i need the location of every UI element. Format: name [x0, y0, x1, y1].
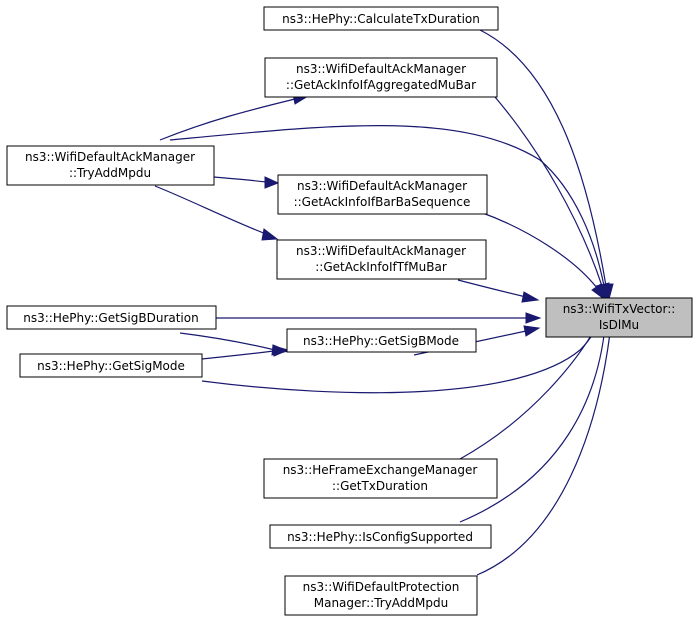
- svg-text:Manager::TryAddMpdu: Manager::TryAddMpdu: [314, 596, 449, 610]
- svg-text:::GetAckInfoIfTfMuBar: ::GetAckInfoIfTfMuBar: [315, 260, 447, 274]
- svg-text:ns3::WifiDefaultAckManager: ns3::WifiDefaultAckManager: [296, 62, 466, 76]
- edge-barba-to-isdlmu: [479, 211, 605, 301]
- node-protectionmanager-tryaddmpdu[interactable]: ns3::WifiDefaultProtection Manager::TryA…: [284, 575, 478, 616]
- edge-sigmode-to-sigbmode: [201, 345, 290, 360]
- node-getxduration-hefem[interactable]: ns3::HeFrameExchangeManager ::GetTxDurat…: [263, 458, 498, 499]
- node-getsigbmode[interactable]: ns3::HePhy::GetSigBMode: [286, 328, 477, 353]
- edge-calculatetxduration-to-isdlmu: [479, 29, 614, 301]
- svg-text:ns3::WifiDefaultProtection: ns3::WifiDefaultProtection: [303, 580, 460, 594]
- svg-text:ns3::HePhy::GetSigMode: ns3::HePhy::GetSigMode: [37, 359, 185, 373]
- edge-tfmubar-to-isdlmu: [457, 279, 540, 303]
- svg-text:::TryAddMpdu: ::TryAddMpdu: [69, 166, 151, 180]
- node-getsigmode[interactable]: ns3::HePhy::GetSigMode: [19, 353, 203, 378]
- svg-text:ns3::WifiDefaultAckManager: ns3::WifiDefaultAckManager: [296, 244, 466, 258]
- edge-tryaddmpdu-to-barba: [213, 176, 280, 189]
- node-getsigbduration[interactable]: ns3::HePhy::GetSigBDuration: [6, 305, 217, 330]
- svg-text:::GetAckInfoIfBarBaSequence: ::GetAckInfoIfBarBaSequence: [294, 195, 471, 209]
- svg-text:IsDlMu: IsDlMu: [599, 318, 639, 332]
- edge-sigbdur-to-isdlmu: [216, 312, 542, 324]
- svg-text:ns3::HeFrameExchangeManager: ns3::HeFrameExchangeManager: [283, 463, 478, 477]
- svg-text:ns3::HePhy::IsConfigSupported: ns3::HePhy::IsConfigSupported: [287, 530, 473, 544]
- svg-text:ns3::HePhy::GetSigBDuration: ns3::HePhy::GetSigBDuration: [23, 311, 198, 325]
- svg-text:::GetAckInfoIfAggregatedMuBar: ::GetAckInfoIfAggregatedMuBar: [286, 78, 476, 92]
- edge-ackmubar-to-isdlmu: [494, 96, 610, 301]
- svg-text:ns3::HePhy::GetSigBMode: ns3::HePhy::GetSigBMode: [303, 334, 459, 348]
- node-getackinfoifaggregatedmubar[interactable]: ns3::WifiDefaultAckManager ::GetAckInfoI…: [264, 57, 498, 98]
- svg-text:::GetTxDuration: ::GetTxDuration: [332, 479, 428, 493]
- node-tryaddmpdu[interactable]: ns3::WifiDefaultAckManager ::TryAddMpdu: [6, 145, 215, 186]
- node-calculatetxduration[interactable]: ns3::HePhy::CalculateTxDuration: [263, 6, 499, 31]
- edge-tryaddmpdu-to-ackmubar: [159, 93, 310, 141]
- edge-tryaddmpdu-to-tfmubar: [154, 185, 279, 241]
- node-getackinfoifbarbasequence[interactable]: ns3::WifiDefaultAckManager ::GetAckInfoI…: [277, 174, 488, 215]
- svg-text:ns3::WifiDefaultAckManager: ns3::WifiDefaultAckManager: [25, 150, 195, 164]
- svg-text:ns3::WifiDefaultAckManager: ns3::WifiDefaultAckManager: [297, 179, 467, 193]
- node-getackinfoiftfmubar[interactable]: ns3::WifiDefaultAckManager ::GetAckInfoI…: [276, 239, 487, 280]
- svg-text:ns3::HePhy::CalculateTxDuratio: ns3::HePhy::CalculateTxDuration: [282, 12, 480, 26]
- node-isconfigsupported[interactable]: ns3::HePhy::IsConfigSupported: [269, 524, 492, 549]
- svg-text:ns3::WifiTxVector::: ns3::WifiTxVector::: [563, 302, 676, 316]
- edge-protect-to-isdlmu: [476, 299, 618, 576]
- node-wifitxvector-isdlmu[interactable]: ns3::WifiTxVector:: IsDlMu: [545, 297, 693, 338]
